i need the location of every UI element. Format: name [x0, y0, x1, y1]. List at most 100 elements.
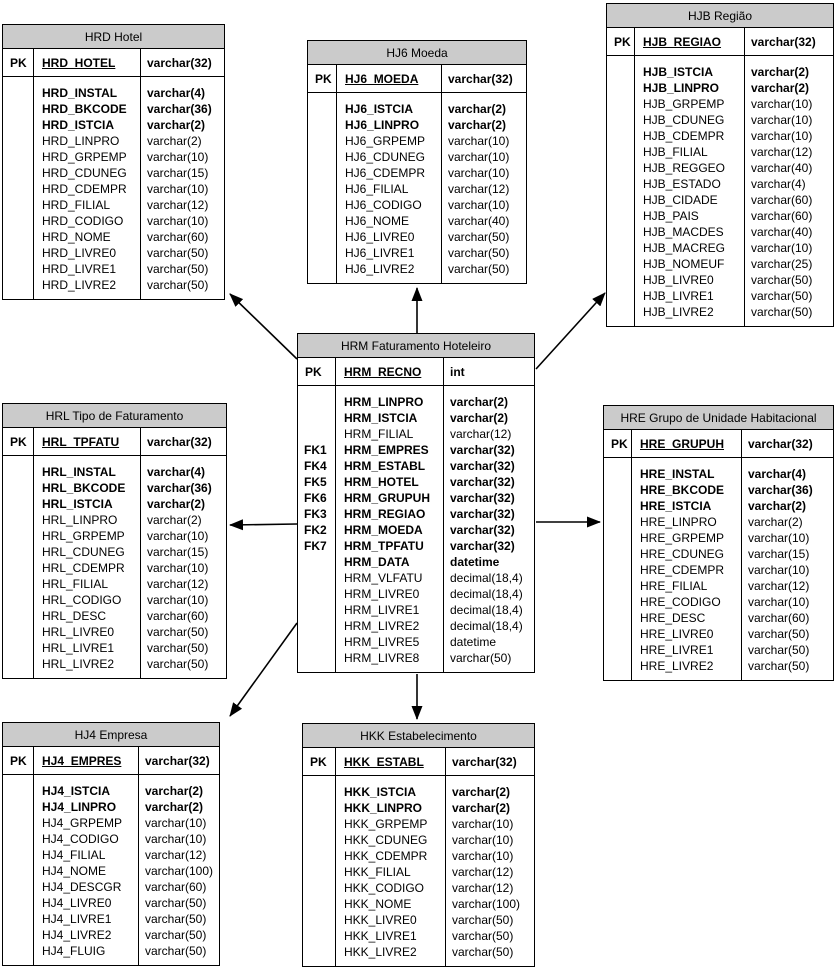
field-type-column: varchar(4)varchar(36)varchar(2)varchar(2…: [742, 458, 833, 680]
fk-label: [607, 160, 634, 176]
field-type: varchar(50): [145, 944, 207, 958]
field-type: varchar(36): [147, 102, 212, 116]
field-type: varchar(15): [748, 547, 810, 561]
fk-column: [604, 458, 632, 680]
arrow-hrm-to-hjb-regiao[interactable]: [535, 292, 606, 370]
field-name: HJ4_LIVRE1: [42, 912, 112, 926]
field-type: varchar(4): [748, 467, 807, 481]
field-type-column: varchar(2)varchar(2)varchar(12)varchar(3…: [444, 386, 534, 672]
field-name: HRE_LINPRO: [640, 515, 717, 529]
field-type-column: varchar(2)varchar(2)varchar(10)varchar(1…: [446, 776, 534, 966]
fk-label: [3, 911, 33, 927]
field-name: HJB_LIVRE1: [643, 289, 714, 303]
arrow-hrm-to-hrd-hotel[interactable]: [229, 293, 298, 360]
fk-column: [303, 776, 336, 966]
field-type: varchar(2): [748, 515, 803, 529]
arrow-hrm-to-hrl-tipo-de-faturamento[interactable]: [229, 519, 298, 531]
table-title: HRM Faturamento Hoteleiro: [298, 334, 534, 358]
field-name: HRM_FILIAL: [344, 427, 414, 441]
pk-field-name: HJ4_EMPRES: [34, 747, 139, 774]
pk-field-type: varchar(32): [452, 754, 517, 769]
field-type: varchar(50): [452, 945, 514, 959]
field-name: HJ4_FILIAL: [42, 848, 106, 862]
table-title: HRE Grupo de Unidade Habitacional: [604, 406, 833, 430]
field-type: decimal(18,4): [450, 619, 523, 633]
field-type: varchar(50): [147, 657, 209, 671]
pk-field-type: varchar(32): [147, 55, 212, 70]
field-name: HRD_GRPEMP: [42, 150, 127, 164]
fk-label: [607, 80, 634, 96]
table-hre-grupo-de-unidade-habitacional[interactable]: HRE Grupo de Unidade Habitacional PK HRE…: [603, 405, 834, 681]
pk-label: PK: [303, 748, 336, 775]
field-type: varchar(50): [748, 659, 810, 673]
field-name: HRM_LIVRE5: [344, 635, 420, 649]
table-hj4-empresa[interactable]: HJ4 Empresa PK HJ4_EMPRES varchar(32) HJ…: [2, 722, 220, 966]
field-name: HKK_ISTCIA: [344, 785, 417, 799]
field-name: HRM_EMPRES: [344, 443, 429, 457]
fk-label: [3, 560, 33, 576]
fk-label: [3, 863, 33, 879]
field-type-column: varchar(4)varchar(36)varchar(2)varchar(2…: [141, 456, 226, 678]
field-name: HKK_LINPRO: [344, 801, 423, 815]
fk-label: [604, 642, 631, 658]
table-hkk-estabelecimento[interactable]: HKK Estabelecimento PK HKK_ESTABL varcha…: [302, 723, 535, 967]
fk-label: [607, 240, 634, 256]
field-type: varchar(50): [751, 273, 813, 287]
field-type: decimal(18,4): [450, 603, 523, 617]
fk-label: [3, 608, 33, 624]
fk-label: [3, 133, 33, 149]
fk-label: [3, 831, 33, 847]
pk-row: PK HJB_REGIAO varchar(32): [607, 28, 833, 56]
table-hj6-moeda[interactable]: HJ6 Moeda PK HJ6_MOEDA varchar(32) HJ6_I…: [307, 40, 527, 284]
table-hrl-tipo-de-faturamento[interactable]: HRL Tipo de Faturamento PK HRL_TPFATU va…: [2, 403, 227, 679]
field-name: HKK_LIVRE2: [344, 945, 417, 959]
arrow-hrm-to-hj4-empresa[interactable]: [229, 622, 298, 717]
table-hjb-regiao[interactable]: HJB Região PK HJB_REGIAO varchar(32) HJB…: [606, 3, 834, 327]
field-name: HKK_GRPEMP: [344, 817, 428, 831]
fk-label: [604, 578, 631, 594]
field-name: HRE_LIVRE0: [640, 627, 714, 641]
field-type: varchar(50): [748, 643, 810, 657]
field-type: varchar(32): [450, 507, 515, 521]
fk-label: [3, 480, 33, 496]
field-name: HJ4_DESCGR: [42, 880, 122, 894]
field-name: HRL_GRPEMP: [42, 529, 125, 543]
field-type: datetime: [450, 555, 500, 569]
pk-field-name: HRM_RECNO: [336, 358, 444, 385]
fk-label: [308, 165, 336, 181]
fk-column: [3, 775, 34, 965]
field-name: HJB_ESTADO: [643, 177, 721, 191]
field-type: varchar(10): [751, 241, 813, 255]
field-type: varchar(50): [748, 627, 810, 641]
field-name: HJB_FILIAL: [643, 145, 708, 159]
field-name: HJ6_FILIAL: [345, 182, 409, 196]
field-type: varchar(36): [748, 483, 813, 497]
fk-label: [3, 149, 33, 165]
field-type: varchar(10): [147, 561, 209, 575]
field-type: varchar(4): [147, 86, 206, 100]
field-type-column: varchar(2)varchar(2)varchar(10)varchar(1…: [442, 93, 526, 283]
fk-label: [604, 514, 631, 530]
field-type: varchar(2): [145, 784, 204, 798]
fk-label: [3, 656, 33, 672]
fk-label: [604, 546, 631, 562]
field-name: HRL_DESC: [42, 609, 107, 623]
field-name: HRE_DESC: [640, 611, 706, 625]
field-type: varchar(36): [147, 481, 212, 495]
field-type: varchar(15): [147, 545, 209, 559]
field-type: varchar(10): [748, 563, 810, 577]
table-hrm-faturamento-hoteleiro[interactable]: HRM Faturamento Hoteleiro PK HRM_RECNO i…: [297, 333, 535, 673]
pk-field-type: varchar(32): [751, 34, 816, 49]
pk-row: PK HJ6_MOEDA varchar(32): [308, 65, 526, 93]
field-type: varchar(50): [145, 896, 207, 910]
field-type: decimal(18,4): [450, 587, 523, 601]
fk-label: FK3: [304, 507, 327, 521]
fk-label: [3, 895, 33, 911]
table-hrd-hotel[interactable]: HRD Hotel PK HRD_HOTEL varchar(32) HRD_I…: [2, 24, 225, 300]
fk-label: [3, 783, 33, 799]
field-name: HRM_HOTEL: [344, 475, 419, 489]
